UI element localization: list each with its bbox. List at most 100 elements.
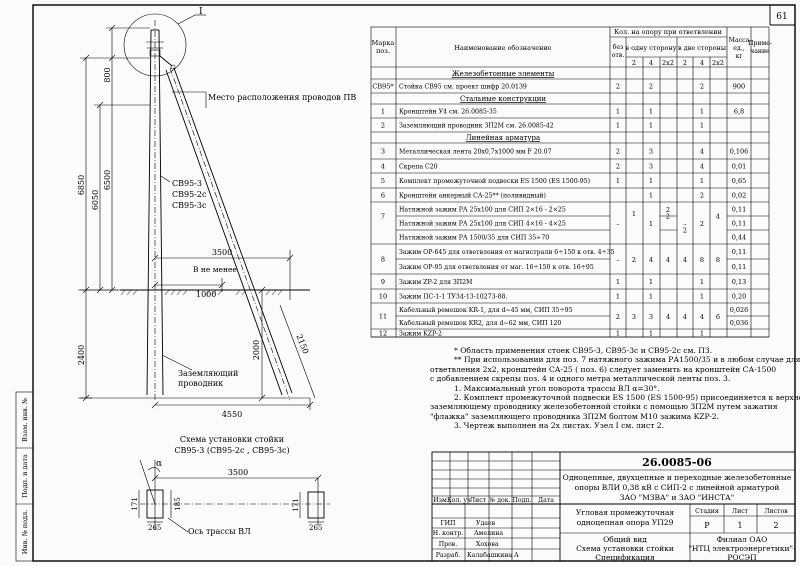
row-name: Натяжной зажим РА 25х100 для СИП 4×16 - …	[399, 221, 566, 228]
row-pos: 5	[381, 177, 385, 185]
signer-name-4: Калабашкина А	[467, 552, 519, 559]
header-qty: Кол. на опору при ответвлении	[614, 28, 722, 36]
row-name: Стойка СВ95 см. проект шифр 20.0139	[399, 84, 527, 91]
doc-title-1: Одноцепные, двухцепные и переходные желе…	[563, 473, 792, 482]
org-3: РОСЭП	[727, 553, 757, 562]
row-qty: 1	[616, 177, 620, 185]
row-name: Кабельный ремешок KR-1, для d~45 мм, СИП…	[399, 307, 573, 314]
svg-text:2: 2	[683, 59, 687, 67]
sheet-name-1: Общий вид	[603, 535, 647, 544]
signer-role-4: Разраб.	[436, 552, 461, 559]
row-mass: 0,11	[732, 263, 746, 271]
org-2: "НТЦ электроэнергетики"-	[688, 544, 796, 553]
row-name: Зажим ПС-1-1 ТУ34-13-10273-88.	[399, 294, 507, 301]
row-name: Комплект промежуточной подвески ES 1500 …	[399, 178, 590, 185]
svg-text:ед.,: ед.,	[733, 45, 744, 52]
row-qty: 2	[616, 148, 620, 156]
merged-cell: 3	[649, 313, 653, 321]
merged-cell: –	[683, 220, 686, 228]
row-mass: 0,036	[730, 319, 749, 327]
merged-cell: 4	[683, 256, 687, 264]
merged-cell: –	[616, 220, 619, 228]
svg-text:чание: чание	[750, 48, 770, 55]
row-pos: СВ95*	[372, 83, 394, 91]
sheet-frame	[32, 4, 796, 562]
svg-text:2: 2	[632, 59, 636, 67]
row-mass: 0,11	[732, 248, 746, 256]
plan-dim-171b: 171	[292, 498, 300, 511]
note-8: "флажка" заземляющего проводника ЗП2М бо…	[430, 411, 720, 421]
title-block: Изм. Кол. уч Лист № док. Подп. Дата ГИП …	[431, 451, 796, 562]
row-pos: 10	[379, 293, 387, 301]
svg-text:без: без	[613, 44, 624, 51]
sheets-label: Листов	[764, 508, 788, 515]
row-qty: 1	[616, 122, 620, 130]
row-qty: 2	[616, 83, 620, 91]
caption-line1: Схема установки стойки	[180, 435, 284, 444]
dim-4550: 4550	[222, 410, 242, 419]
row-mass: 900	[733, 83, 745, 91]
dim-2150: 2150	[294, 333, 310, 355]
row-pos: 1	[381, 108, 385, 116]
row-mass: 0,11	[732, 220, 746, 228]
dim-3500: 3500	[212, 248, 232, 257]
dim-2000: 2000	[252, 340, 261, 360]
row-mass: 0,106	[730, 148, 749, 156]
row-mass: 0,20	[732, 293, 746, 301]
plan-dim-171a: 171	[131, 497, 139, 510]
row-pos: 2	[381, 122, 385, 130]
axis-label: Ось трассы ВЛ	[188, 527, 251, 536]
doc-title-2: опоры ВЛИ 0,38 кВ с СИП-2 с линейной арм…	[575, 483, 780, 492]
merged-cell: 6	[716, 313, 720, 321]
row-qty: 1	[700, 293, 704, 301]
svg-text:2x2: 2x2	[662, 59, 674, 67]
spec-table	[370, 26, 770, 338]
row-name: Зажим ОР-645 для ответвления от магистра…	[399, 249, 615, 256]
plan-dim-185: 185	[174, 497, 182, 510]
dim-6500: 6500	[103, 170, 112, 190]
note-2: ** При использовании для поз. 7 натяжног…	[454, 355, 800, 365]
svg-text:поз.: поз.	[376, 47, 390, 55]
merged-cell: 2	[666, 206, 670, 214]
side-stamp: Взам. инв. № Подп. и дата Инв. № подл.	[15, 391, 34, 562]
svg-text:4: 4	[649, 59, 653, 67]
row-qty: 1	[700, 278, 704, 286]
svg-text:Кол. уч: Кол. уч	[447, 497, 471, 504]
merged-cell: 1	[632, 210, 636, 218]
row-name: Натяжной зажим РА 1500/35 для СИП 35÷70	[399, 235, 549, 242]
row-qty: 1	[649, 278, 653, 286]
merged-cell: 1	[649, 220, 653, 228]
merged-cell: –	[616, 256, 619, 264]
dim-6050: 6050	[91, 190, 100, 210]
svg-text:Приме-: Приме-	[748, 40, 772, 47]
signer-role-2: Н. контр.	[433, 530, 463, 537]
signer-role-3: Пров.	[439, 541, 458, 548]
row-pos: 7	[381, 213, 385, 221]
ground-label-2: проводник	[178, 379, 223, 388]
signer-name-3: Хохова	[476, 541, 499, 548]
row-qty: 4	[700, 163, 704, 171]
dim-2400: 2400	[77, 345, 86, 365]
caption-line2: СВ95-3 (СВ95-2с , СВ95-3с)	[174, 446, 289, 455]
svg-text:Изм.: Изм.	[433, 497, 449, 504]
row-qty: 1	[616, 108, 620, 116]
merged-cell: 2	[700, 220, 704, 228]
sheets-value: 2	[773, 521, 778, 530]
spec-table-header: Марка поз. Наименование обозначение Кол.…	[372, 28, 772, 67]
dim-800: 800	[103, 67, 112, 82]
pole-mark-3: СВ95-3с	[172, 201, 207, 210]
row-qty: 1	[700, 177, 704, 185]
sheet-name-2: Схема установки стойки	[576, 544, 674, 553]
svg-text:Масса: Масса	[729, 37, 750, 44]
plan-dim-3500: 3500	[228, 468, 248, 477]
alpha-label: α	[156, 459, 162, 469]
object-name-2: одноцепная опора УП29	[577, 518, 674, 527]
notes-block: * Область применения стоек СВ95-3, СВ95-…	[430, 346, 800, 431]
stamp-sign-date: Подп. и дата	[21, 454, 29, 498]
merged-cell: 4	[649, 256, 653, 264]
row-mass: 6,8	[734, 108, 744, 116]
row-pos: 9	[381, 278, 385, 286]
row-qty: 2	[683, 227, 687, 235]
svg-text:Лист: Лист	[470, 497, 487, 504]
